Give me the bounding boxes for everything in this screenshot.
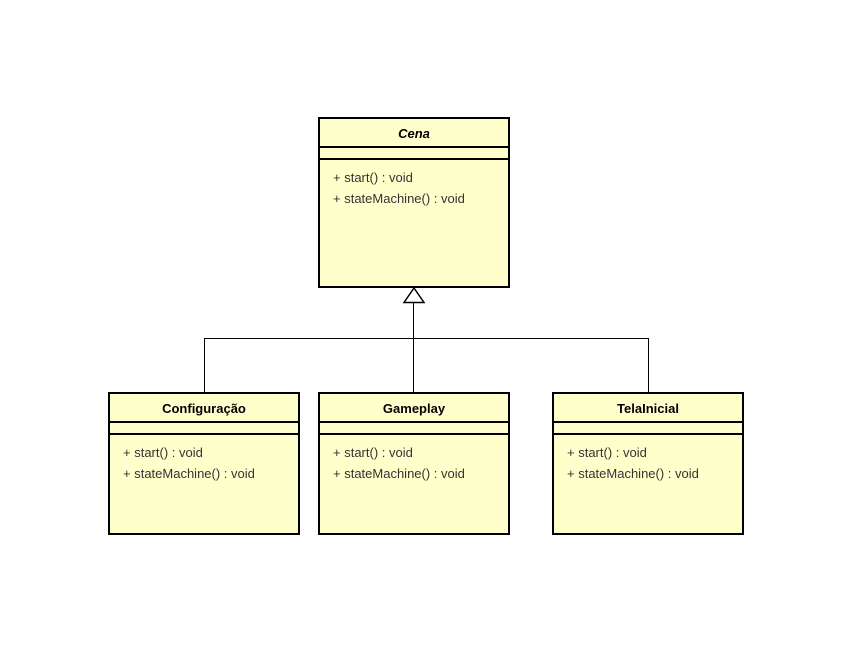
method-line: + stateMachine() : void	[333, 191, 465, 206]
method-line: + stateMachine() : void	[333, 466, 465, 481]
class-box-gameplay[interactable]: Gameplay + start() : void + stateMachine…	[318, 392, 510, 535]
class-name-gameplay: Gameplay	[320, 394, 508, 423]
methods-compartment-gameplay: + start() : void + stateMachine() : void	[320, 435, 508, 484]
method-line: + start() : void	[123, 445, 203, 460]
method-line: + stateMachine() : void	[567, 466, 699, 481]
method-line: + start() : void	[333, 170, 413, 185]
class-name-cena: Cena	[320, 119, 508, 148]
attributes-compartment-telainicial	[554, 423, 742, 435]
methods-compartment-cena: + start() : void + stateMachine() : void	[320, 160, 508, 209]
class-name-configuracao: Configuração	[110, 394, 298, 423]
method-line: + start() : void	[567, 445, 647, 460]
attributes-compartment-configuracao	[110, 423, 298, 435]
methods-compartment-telainicial: + start() : void + stateMachine() : void	[554, 435, 742, 484]
generalization-arrowhead-icon	[403, 287, 425, 304]
generalization-stem-line	[413, 303, 414, 392]
attributes-compartment-gameplay	[320, 423, 508, 435]
class-box-cena[interactable]: Cena + start() : void + stateMachine() :…	[318, 117, 510, 288]
class-name-telainicial: TelaInicial	[554, 394, 742, 423]
generalization-drop-line-configuracao	[204, 338, 205, 392]
class-box-configuracao[interactable]: Configuração + start() : void + stateMac…	[108, 392, 300, 535]
methods-compartment-configuracao: + start() : void + stateMachine() : void	[110, 435, 298, 484]
attributes-compartment-cena	[320, 148, 508, 160]
class-box-telainicial[interactable]: TelaInicial + start() : void + stateMach…	[552, 392, 744, 535]
method-line: + stateMachine() : void	[123, 466, 255, 481]
generalization-drop-line-telainicial	[648, 338, 649, 392]
generalization-horizontal-line	[204, 338, 649, 339]
method-line: + start() : void	[333, 445, 413, 460]
